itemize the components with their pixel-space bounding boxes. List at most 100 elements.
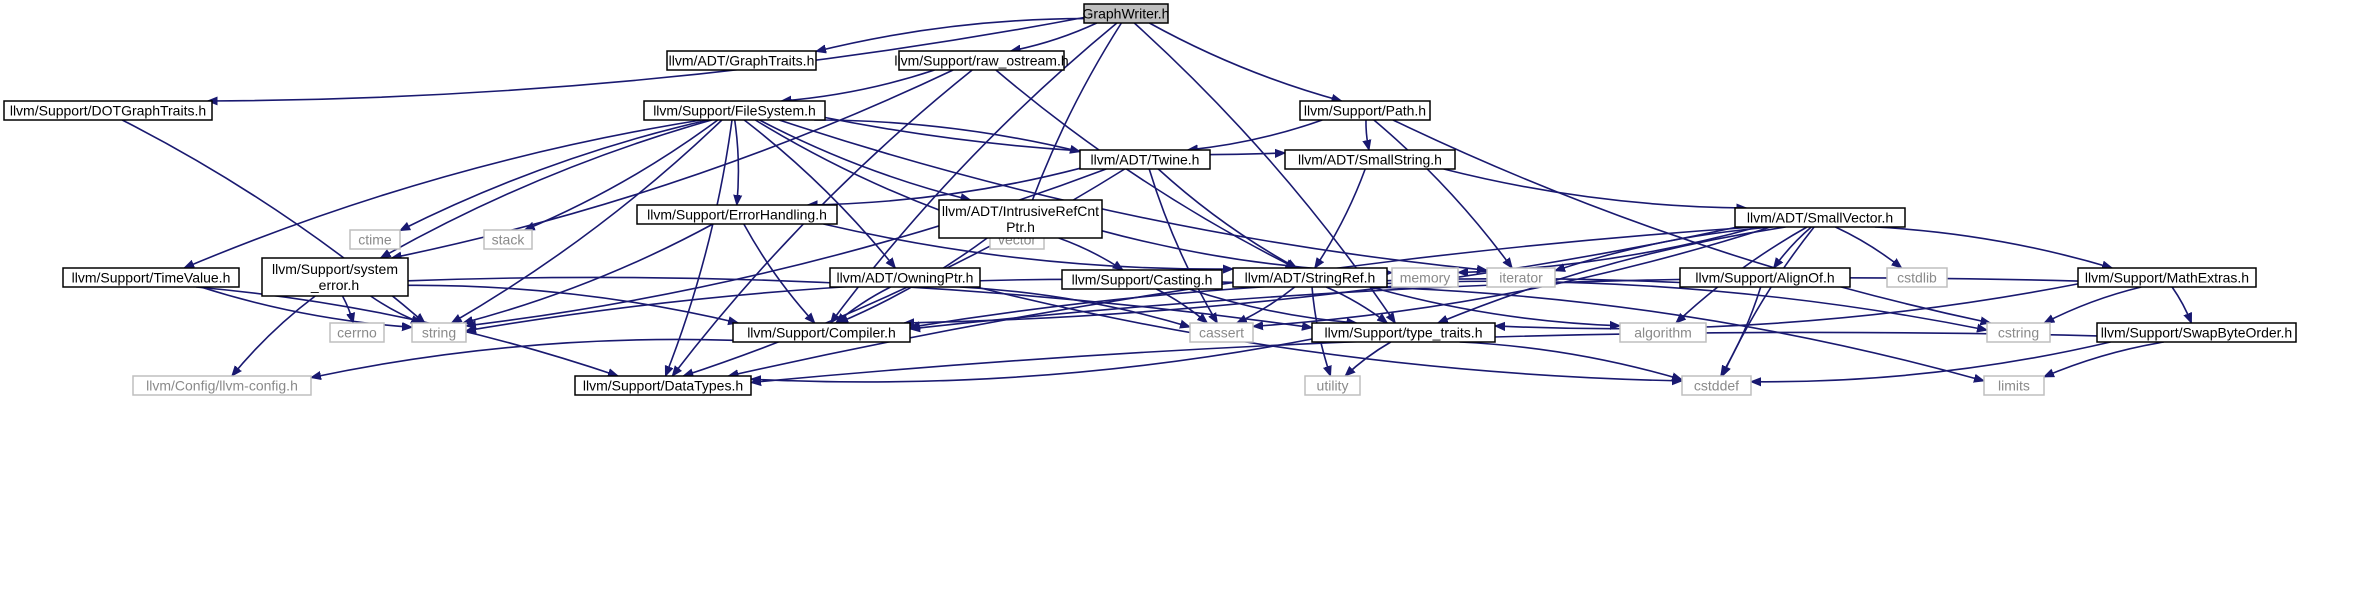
node-label-intrusiverefcntptr: llvm/ADT/IntrusiveRefCnt xyxy=(942,203,1099,219)
node-label-mathextras: llvm/Support/MathExtras.h xyxy=(2085,270,2249,286)
edge-filesystem-to-stack xyxy=(525,119,719,231)
node-smallstring[interactable]: llvm/ADT/SmallString.h xyxy=(1284,149,1456,170)
node-stringref[interactable]: llvm/ADT/StringRef.h xyxy=(1232,267,1388,288)
node-cerrno[interactable]: cerrno xyxy=(329,322,385,343)
node-box-mathextras[interactable] xyxy=(2077,267,2257,288)
node-box-graphwriter[interactable] xyxy=(1083,3,1169,24)
node-box-ctime[interactable] xyxy=(349,229,401,250)
node-system_error[interactable]: llvm/Support/system_error.h xyxy=(261,257,409,297)
edge-filesystem-to-owningptr xyxy=(743,119,895,268)
node-cstddef[interactable]: cstddef xyxy=(1681,375,1752,396)
node-box-alignof[interactable] xyxy=(1679,267,1851,288)
node-layer: GraphWriter.h llvm/ADT/GraphTraits.h llvm/… xyxy=(3,3,2297,396)
node-box-twine[interactable] xyxy=(1079,149,1211,170)
node-box-type_traits[interactable] xyxy=(1311,322,1496,343)
node-smallvector[interactable]: llvm/ADT/SmallVector.h xyxy=(1734,207,1906,228)
node-timevalue[interactable]: llvm/Support/TimeValue.h xyxy=(62,267,240,288)
node-errorhandling[interactable]: llvm/Support/ErrorHandling.h xyxy=(636,204,838,225)
node-box-cerrno[interactable] xyxy=(329,322,385,343)
edge-raw_ostream-to-filesystem xyxy=(781,69,935,101)
node-twine[interactable]: llvm/ADT/Twine.h xyxy=(1079,149,1211,170)
node-box-graphtraits[interactable] xyxy=(666,50,817,71)
node-box-casting[interactable] xyxy=(1061,269,1223,290)
node-label-iterator: iterator xyxy=(1499,270,1543,286)
node-owningptr[interactable]: llvm/ADT/OwningPtr.h xyxy=(829,267,981,288)
node-box-filesystem[interactable] xyxy=(643,100,826,121)
node-box-utility[interactable] xyxy=(1304,375,1361,396)
node-box-timevalue[interactable] xyxy=(62,267,240,288)
node-box-limits[interactable] xyxy=(1983,375,2045,396)
node-box-smallvector[interactable] xyxy=(1734,207,1906,228)
node-box-path[interactable] xyxy=(1299,100,1431,121)
node-box-swapbyteorder[interactable] xyxy=(2096,322,2297,343)
node-label-timevalue: llvm/Support/TimeValue.h xyxy=(72,270,231,286)
node-cstdlib[interactable]: cstdlib xyxy=(1886,267,1948,288)
node-box-memory[interactable] xyxy=(1391,267,1459,288)
node-label-smallstring: llvm/ADT/SmallString.h xyxy=(1298,152,1442,168)
node-graphwriter[interactable]: GraphWriter.h xyxy=(1083,3,1170,24)
edge-filesystem-to-intrusiverefcntptr xyxy=(759,119,971,200)
node-label-stringref: llvm/ADT/StringRef.h xyxy=(1245,270,1376,286)
node-box-algorithm[interactable] xyxy=(1619,322,1707,343)
node-label-intrusiverefcntptr-line2: Ptr.h xyxy=(1006,219,1035,235)
node-box-cstddef[interactable] xyxy=(1681,375,1752,396)
node-dotgraphtraits[interactable]: llvm/Support/DOTGraphTraits.h xyxy=(3,100,213,121)
node-filesystem[interactable]: llvm/Support/FileSystem.h xyxy=(643,100,826,121)
edge-stringref-to-algorithm xyxy=(1370,286,1620,326)
node-stack[interactable]: stack xyxy=(483,229,533,250)
node-box-raw_ostream[interactable] xyxy=(898,50,1065,71)
node-raw_ostream[interactable]: llvm/Support/raw_ostream.h xyxy=(894,50,1069,71)
node-box-errorhandling[interactable] xyxy=(636,204,838,225)
node-utility[interactable]: utility xyxy=(1304,375,1361,396)
node-cassert[interactable]: cassert xyxy=(1189,322,1254,343)
node-iterator[interactable]: iterator xyxy=(1486,267,1556,288)
node-box-iterator[interactable] xyxy=(1486,267,1556,288)
node-llvm_config[interactable]: llvm/Config/llvm-config.h xyxy=(132,375,312,396)
node-compiler[interactable]: llvm/Support/Compiler.h xyxy=(732,322,911,343)
node-datatypes[interactable]: llvm/Support/DataTypes.h xyxy=(574,375,752,396)
node-box-cstring[interactable] xyxy=(1986,322,2051,343)
edge-smallvector-to-datatypes xyxy=(728,226,1755,376)
node-box-llvm_config[interactable] xyxy=(132,375,312,396)
node-box-owningptr[interactable] xyxy=(829,267,981,288)
node-box-compiler[interactable] xyxy=(732,322,911,343)
node-algorithm[interactable]: algorithm xyxy=(1619,322,1707,343)
edge-stringref-to-type_traits xyxy=(1325,286,1387,323)
edge-timevalue-to-datatypes xyxy=(195,286,618,376)
node-casting[interactable]: llvm/Support/Casting.h xyxy=(1061,269,1223,290)
node-box-cassert[interactable] xyxy=(1189,322,1254,343)
node-label-stack: stack xyxy=(492,232,526,248)
node-mathextras[interactable]: llvm/Support/MathExtras.h xyxy=(2077,267,2257,288)
node-box-intrusiverefcntptr[interactable] xyxy=(938,199,1103,239)
node-label-system_error-line2: _error.h xyxy=(310,277,359,293)
node-box-dotgraphtraits[interactable] xyxy=(3,100,213,121)
node-box-smallstring[interactable] xyxy=(1284,149,1456,170)
edge-alignof-to-cstddef xyxy=(1721,286,1762,376)
node-graphtraits[interactable]: llvm/ADT/GraphTraits.h xyxy=(666,50,817,71)
node-type_traits[interactable]: llvm/Support/type_traits.h xyxy=(1311,322,1496,343)
node-limits[interactable]: limits xyxy=(1983,375,2045,396)
node-box-string[interactable] xyxy=(411,322,467,343)
node-alignof[interactable]: llvm/Support/AlignOf.h xyxy=(1679,267,1851,288)
node-string[interactable]: string xyxy=(411,322,467,343)
node-box-datatypes[interactable] xyxy=(574,375,752,396)
node-memory[interactable]: memory xyxy=(1391,267,1459,288)
edge-owningptr-to-cassert xyxy=(959,286,1190,327)
node-swapbyteorder[interactable]: llvm/Support/SwapByteOrder.h xyxy=(2096,322,2297,343)
edge-system_error-to-cerrno xyxy=(341,295,354,323)
edge-mathextras-to-type_traits xyxy=(1495,283,2079,329)
node-path[interactable]: llvm/Support/Path.h xyxy=(1299,100,1431,121)
node-ctime[interactable]: ctime xyxy=(349,229,401,250)
node-box-stack[interactable] xyxy=(483,229,533,250)
node-cstring[interactable]: cstring xyxy=(1986,322,2051,343)
edge-system_error-to-string xyxy=(370,295,422,324)
node-box-stringref[interactable] xyxy=(1232,267,1388,288)
node-label-datatypes: llvm/Support/DataTypes.h xyxy=(583,378,743,394)
node-box-cstdlib[interactable] xyxy=(1886,267,1948,288)
node-label-cassert: cassert xyxy=(1199,325,1244,341)
node-box-system_error[interactable] xyxy=(261,257,409,297)
edge-owningptr-to-cstddef xyxy=(976,286,1682,381)
edge-path-to-twine xyxy=(1188,119,1323,150)
